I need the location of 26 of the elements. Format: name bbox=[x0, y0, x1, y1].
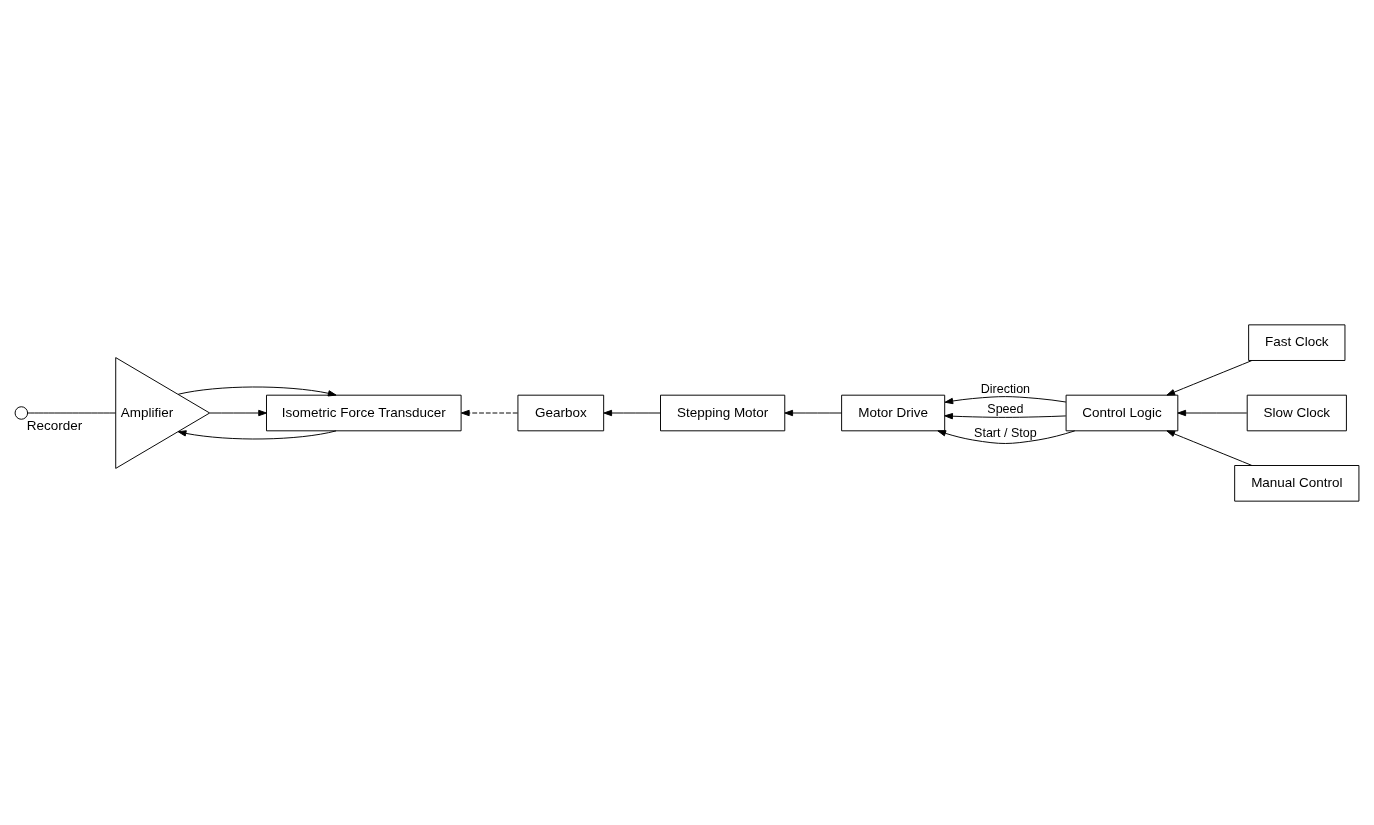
arrow bbox=[1166, 429, 1253, 466]
arrow bbox=[1166, 359, 1253, 396]
node-label: Recorder bbox=[26, 417, 83, 433]
node-box: Motor Drive bbox=[841, 394, 946, 431]
arrow bbox=[944, 412, 1067, 419]
node-box: Slow Clock bbox=[1246, 394, 1347, 431]
node-box: Stepping Motor bbox=[660, 394, 786, 431]
arrow bbox=[784, 409, 843, 416]
arrow bbox=[944, 395, 1067, 404]
arrow bbox=[177, 429, 337, 439]
edge-label: Direction bbox=[980, 381, 1031, 396]
arrow bbox=[460, 409, 518, 416]
node-box: Gearbox bbox=[517, 394, 605, 431]
edge-label: Start / Stop bbox=[974, 425, 1037, 440]
node-box: Fast Clock bbox=[1248, 323, 1346, 361]
connector bbox=[27, 412, 116, 413]
arrow bbox=[937, 429, 1076, 444]
node-box: Control Logic bbox=[1065, 394, 1179, 431]
arrow bbox=[1177, 409, 1248, 416]
arrow bbox=[177, 386, 337, 396]
node-circle bbox=[14, 405, 29, 420]
edge-label: Speed bbox=[987, 401, 1024, 416]
arrow bbox=[603, 409, 661, 416]
node-box: Isometric Force Transducer bbox=[266, 394, 462, 431]
arrow bbox=[209, 409, 267, 416]
node-box: Manual Control bbox=[1234, 464, 1360, 502]
